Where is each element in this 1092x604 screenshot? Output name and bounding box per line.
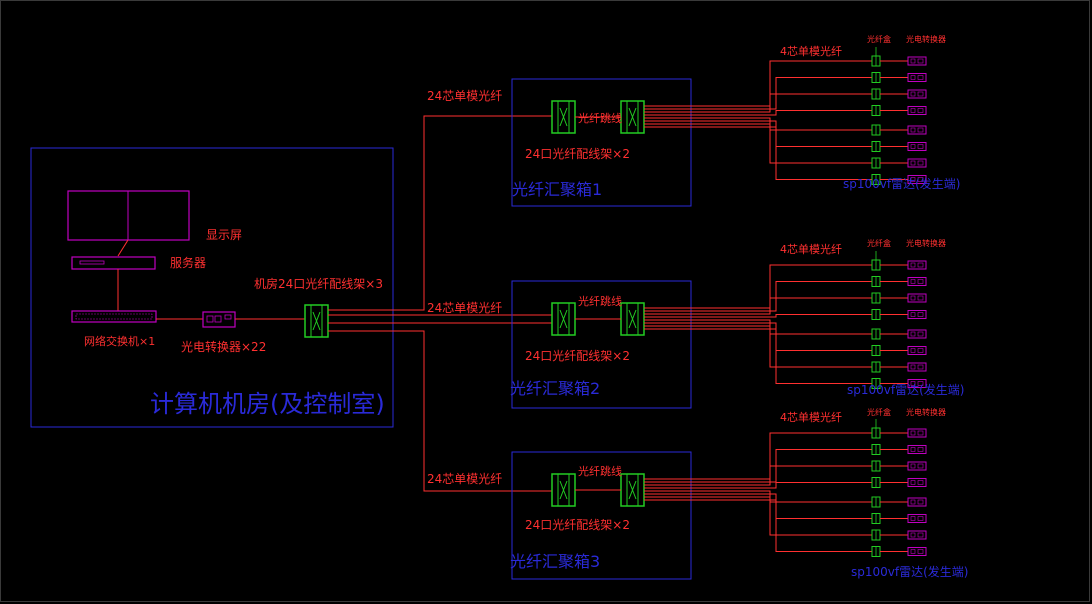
field-converter-1-6 xyxy=(907,142,927,151)
drop-cable-2-1 xyxy=(644,264,872,309)
drop-cable-3-7 xyxy=(644,496,872,536)
converters-label: 光电转换器×22 xyxy=(181,340,267,354)
trunk-cable-4 xyxy=(328,330,552,492)
field-converter-1-5 xyxy=(907,125,927,135)
field-converter-3-6 xyxy=(907,514,927,523)
field-converter-1-7 xyxy=(907,158,927,168)
drop-cable-1-3 xyxy=(644,93,872,113)
trunk-cable-1 xyxy=(328,115,552,311)
control-room-title: 计算机机房(及控制室) xyxy=(150,390,385,418)
field-converter-3-7 xyxy=(907,530,927,540)
drop-cable-3-3 xyxy=(644,465,872,486)
field-converter-1-2 xyxy=(907,73,927,82)
box-odf-label-3: 24口光纤配线架×2 xyxy=(525,518,630,532)
box-title-2: 光纤汇聚箱2 xyxy=(510,379,601,398)
field-converter-2-2 xyxy=(907,277,927,286)
box-title-1: 光纤汇聚箱1 xyxy=(512,180,603,199)
trunk-label-3: 24芯单模光纤 xyxy=(427,472,503,486)
drop-cable-1-2 xyxy=(644,77,872,110)
patch-cord-label-2: 光纤跳线 xyxy=(578,295,622,308)
drop-cable-1-7 xyxy=(644,123,872,164)
patch-cord-label-3: 光纤跳线 xyxy=(578,465,622,478)
display-label: 显示屏 xyxy=(206,228,243,242)
drop-cable-2-7 xyxy=(644,325,872,368)
converter-header-2: 光电转换器 xyxy=(906,239,946,248)
endpoint-label-1: sp100vf雷达(发生端) xyxy=(843,177,961,191)
fiber-box-header-1: 光纤盒 xyxy=(867,35,891,44)
box-odf-label-2: 24口光纤配线架×2 xyxy=(525,349,630,363)
drop-cable-1-4 xyxy=(644,110,872,116)
room-odf-shape xyxy=(304,304,329,338)
drop-cable-2-5 xyxy=(644,319,872,335)
server-shape xyxy=(71,256,156,270)
drop-cable-3-1 xyxy=(644,432,872,480)
drop-cable-2-4 xyxy=(644,314,872,318)
field-converter-3-3 xyxy=(907,461,927,471)
field-converter-3-2 xyxy=(907,445,927,454)
control-room-frame xyxy=(30,147,394,428)
switch-shape xyxy=(71,310,157,323)
patch-cord-label-1: 光纤跳线 xyxy=(578,112,622,125)
drop-cable-3-4 xyxy=(644,482,872,489)
trunk-label-2: 24芯单模光纤 xyxy=(427,301,503,315)
drop-cable-label-1: 4芯单模光纤 xyxy=(780,45,842,58)
convergence-box-3 xyxy=(511,451,692,580)
converter-rack-shape xyxy=(202,311,236,328)
drop-cable-label-3: 4芯单模光纤 xyxy=(780,411,842,424)
field-converter-1-3 xyxy=(907,89,927,99)
box-odf-label-1: 24口光纤配线架×2 xyxy=(525,147,630,161)
room-odf-label: 机房24口光纤配线架×3 xyxy=(254,277,383,291)
switch-label: 网络交换机×1 xyxy=(84,335,156,348)
drop-cable-2-2 xyxy=(644,281,872,312)
field-converter-2-3 xyxy=(907,293,927,303)
field-converter-1-1 xyxy=(907,56,927,66)
drop-cable-1-8 xyxy=(644,126,872,180)
fiber-box-header-2: 光纤盒 xyxy=(867,239,891,248)
endpoint-label-2: sp100vf雷达(发生端) xyxy=(847,383,965,397)
fiber-box-header-3: 光纤盒 xyxy=(867,408,891,417)
field-converter-2-1 xyxy=(907,260,927,270)
field-converter-1-4 xyxy=(907,106,927,115)
drop-cable-2-3 xyxy=(644,297,872,315)
converter-header-1: 光电转换器 xyxy=(906,35,946,44)
field-converter-3-4 xyxy=(907,478,927,487)
field-converter-3-5 xyxy=(907,497,927,507)
field-converter-2-6 xyxy=(907,346,927,355)
drop-cable-3-6 xyxy=(644,493,872,519)
field-converter-2-5 xyxy=(907,329,927,339)
drop-cable-2-8 xyxy=(644,328,872,384)
drop-cable-1-6 xyxy=(644,120,872,147)
drop-cable-1-1 xyxy=(644,60,872,107)
trunk-label-1: 24芯单模光纤 xyxy=(427,89,503,103)
field-converter-2-8 xyxy=(907,379,927,388)
field-converter-2-7 xyxy=(907,362,927,372)
drop-cable-2-6 xyxy=(644,322,872,351)
field-converter-1-8 xyxy=(907,175,927,184)
server-label: 服务器 xyxy=(170,256,207,270)
field-converter-2-4 xyxy=(907,310,927,319)
field-converter-3-1 xyxy=(907,428,927,438)
field-converter-3-8 xyxy=(907,547,927,556)
drop-cable-3-8 xyxy=(644,499,872,552)
box-title-3: 光纤汇聚箱3 xyxy=(510,552,601,571)
endpoint-label-3: sp100vf雷达(发生端) xyxy=(851,565,969,579)
converter-header-3: 光电转换器 xyxy=(906,408,946,417)
drop-cable-label-2: 4芯单模光纤 xyxy=(780,243,842,256)
convergence-box-2 xyxy=(511,280,692,409)
convergence-box-1 xyxy=(511,78,692,207)
